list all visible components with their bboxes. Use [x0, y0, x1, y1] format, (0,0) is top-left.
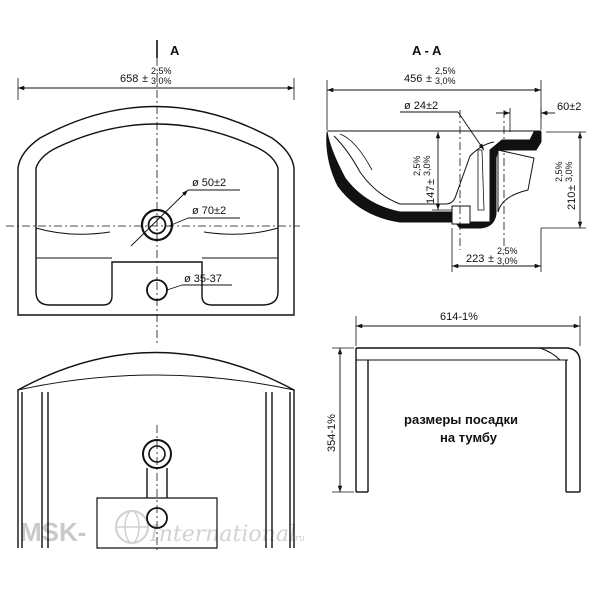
svg-text:±: ± — [425, 179, 437, 185]
svg-text:60±2: 60±2 — [557, 101, 581, 113]
svg-text:2,5%: 2,5% — [412, 155, 422, 176]
dim-total-height: 210 ± 2,5% 3,0% — [541, 131, 586, 229]
dim-drain-dia: ø 50±2 — [130, 177, 240, 247]
dim-drain-height: 147 ± 2,5% 3,0% — [412, 132, 452, 211]
watermark-script: International — [149, 522, 296, 547]
svg-text:±: ± — [488, 253, 494, 265]
cabinet-view — [355, 347, 581, 493]
svg-text:2,5%: 2,5% — [151, 66, 172, 76]
svg-text:2,5%: 2,5% — [435, 66, 456, 76]
section-profile — [326, 130, 542, 229]
svg-text:±: ± — [426, 73, 432, 85]
svg-text:3,0%: 3,0% — [151, 76, 172, 86]
svg-text:614-1%: 614-1% — [440, 311, 478, 323]
dim-cabinet-width: 614-1% — [355, 311, 581, 346]
svg-text:210: 210 — [566, 192, 578, 210]
svg-text:ø 50±2: ø 50±2 — [192, 177, 226, 189]
view-a-centerlines — [6, 58, 300, 345]
note-line-2: на тумбу — [440, 430, 498, 445]
svg-text:ø 24±2: ø 24±2 — [404, 100, 438, 112]
svg-text:±: ± — [142, 73, 148, 85]
view-section-title: A - A — [412, 43, 442, 58]
svg-text:3,0%: 3,0% — [497, 256, 518, 266]
svg-text:456: 456 — [404, 73, 422, 85]
dim-tap-hole: ø 35-37 — [166, 273, 232, 291]
view-a-plan — [17, 105, 295, 316]
svg-text:354-1%: 354-1% — [326, 414, 338, 452]
svg-text:3,0%: 3,0% — [564, 161, 574, 182]
svg-text:2,5%: 2,5% — [554, 161, 564, 182]
watermark: MSK- International .ru — [20, 510, 305, 547]
watermark-domain: .ru — [292, 534, 305, 544]
dim-drain-offset: 223 ± 2,5% 3,0% — [451, 228, 542, 272]
svg-text:ø 35-37: ø 35-37 — [184, 273, 222, 285]
svg-text:2,5%: 2,5% — [497, 246, 518, 256]
dim-depth-section: 456 ± 2,5% 3,0% — [326, 66, 542, 130]
svg-text:658: 658 — [120, 73, 138, 85]
svg-text:3,0%: 3,0% — [422, 155, 432, 176]
section-centerlines — [459, 110, 505, 250]
dim-width-total: 658 ± 2,5% 3,0% — [17, 66, 295, 100]
svg-text:±: ± — [566, 185, 578, 191]
svg-text:223: 223 — [466, 253, 484, 265]
dim-overflow-dia: ø 24±2 — [400, 100, 485, 151]
view-a-title: A — [170, 43, 180, 58]
dim-cabinet-depth: 354-1% — [326, 347, 354, 493]
dim-rim-width: 60±2 — [496, 101, 581, 132]
svg-text:147: 147 — [425, 186, 437, 204]
watermark-brand: MSK- — [20, 517, 86, 547]
svg-text:3,0%: 3,0% — [435, 76, 456, 86]
dim-flange-dia: ø 70±2 — [168, 205, 240, 227]
note-line-1: размеры посадки — [404, 412, 518, 427]
svg-text:ø 70±2: ø 70±2 — [192, 205, 226, 217]
